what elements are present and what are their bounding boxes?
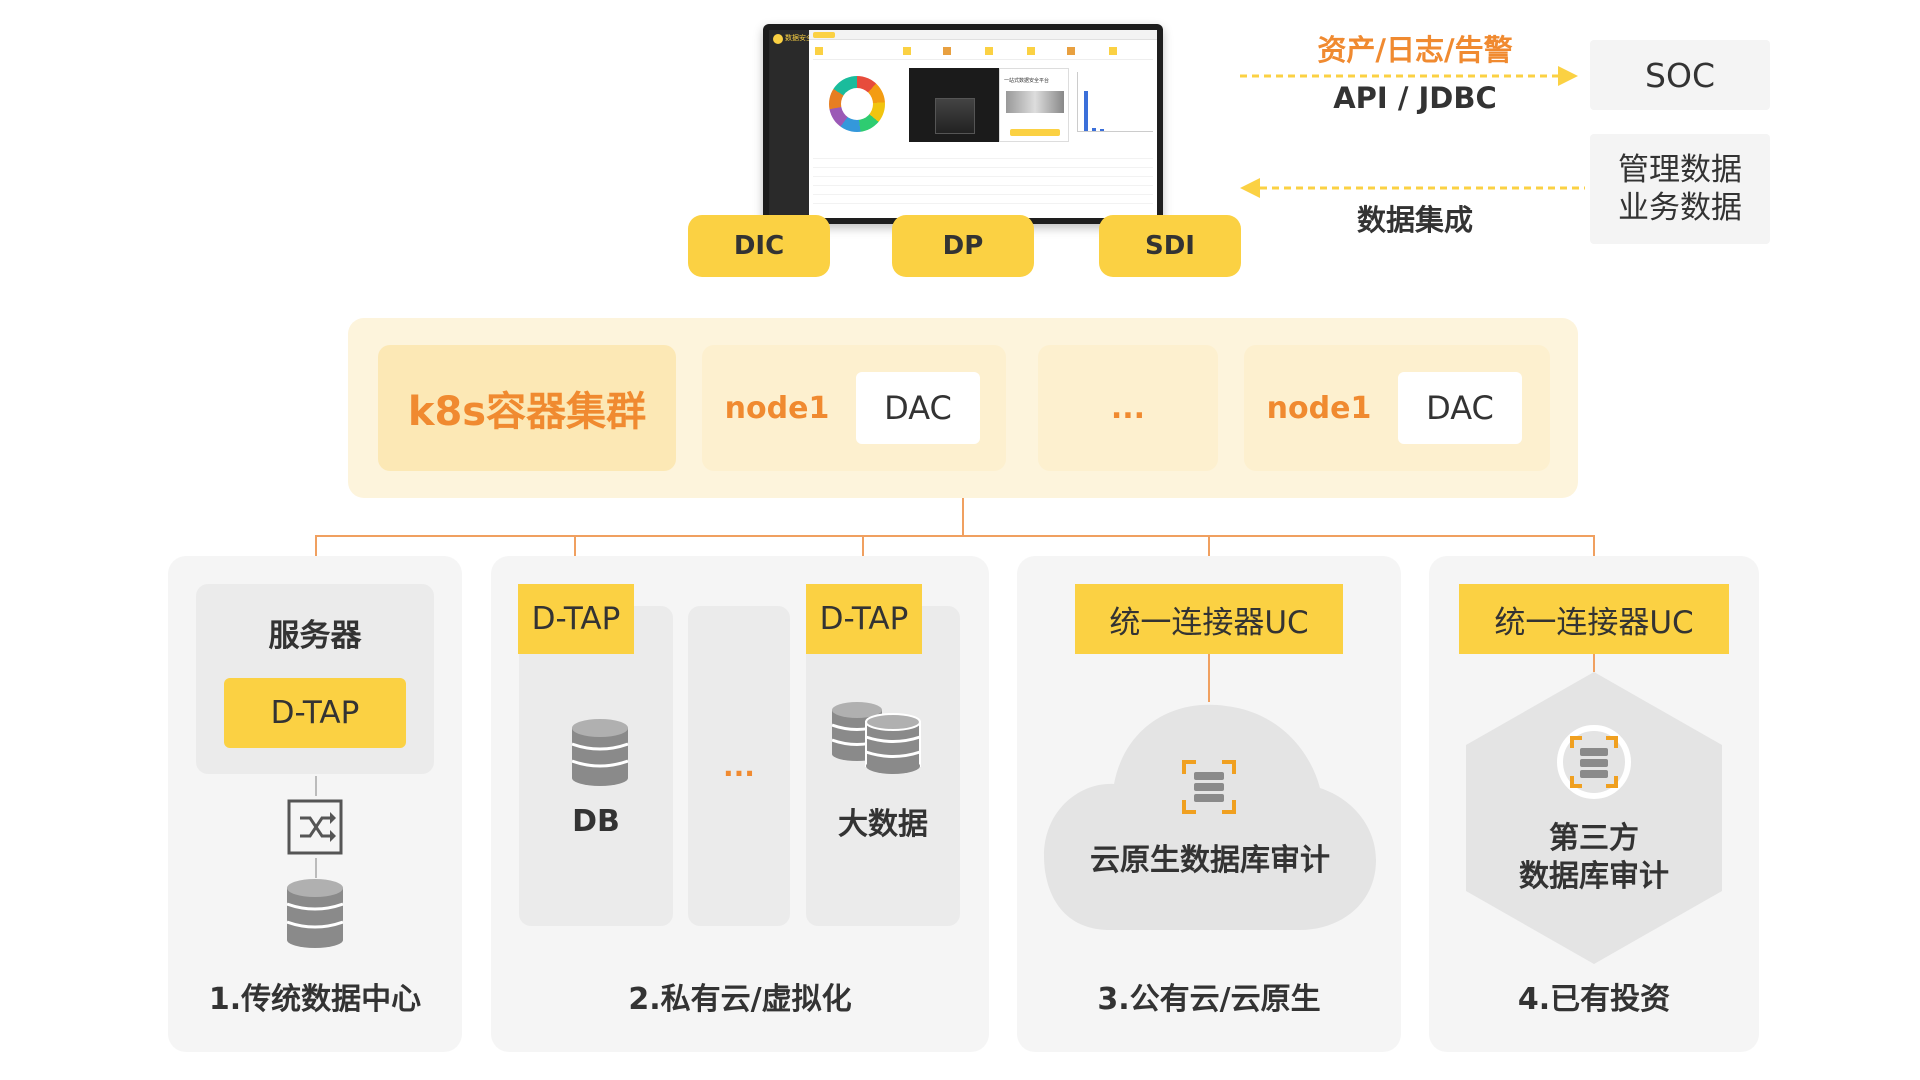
cloud-icon	[1044, 704, 1376, 930]
sdi-pill: SDI	[1099, 215, 1241, 277]
arrow-in	[1240, 178, 1585, 198]
k8s-ellipsis: ...	[1038, 345, 1218, 471]
mini-bar-3	[1100, 129, 1104, 131]
s4-audit-icon	[1556, 724, 1632, 800]
s1-database-icon	[286, 878, 344, 948]
node-a-name: node1	[724, 390, 830, 426]
s2-dtap-left: D-TAP	[518, 584, 634, 654]
dashboard-sidebar: 数据安全	[769, 30, 813, 218]
promo-popup	[909, 68, 999, 142]
switch-icon	[286, 798, 344, 856]
audit-icon	[1182, 760, 1236, 814]
node-b-dac: DAC	[1398, 372, 1522, 444]
s3-cloud-label: 云原生数据库审计	[1090, 843, 1330, 878]
stat-icon-1	[815, 47, 823, 55]
k8s-cluster-panel: k8s容器集群 node1 DAC ... node1 DAC	[348, 318, 1578, 498]
s2-ellipsis: ...	[688, 606, 790, 926]
node-a-dac: DAC	[856, 372, 980, 444]
stat-icon-4	[985, 47, 993, 55]
database-icon-db	[571, 719, 629, 786]
s2-database-icon	[571, 718, 629, 786]
node-card-a: node1 DAC	[702, 345, 1006, 471]
donut-hole	[841, 88, 873, 120]
mgmt-data-box: 管理数据 业务数据	[1590, 134, 1770, 244]
donut-chart	[829, 76, 885, 132]
dashboard-logo-icon	[773, 34, 783, 44]
promo-server-graphic	[935, 98, 975, 134]
connector-bus	[315, 535, 1595, 537]
s2-caption: 2.私有云/虚拟化	[628, 982, 852, 1017]
s2-db-label: DB	[572, 803, 620, 839]
bigdata-icon	[831, 700, 922, 776]
s4-line1: 第三方	[1549, 821, 1639, 856]
s4-caption: 4.已有投资	[1517, 982, 1671, 1017]
arrow-out	[1240, 66, 1580, 86]
mini-bar-2	[1092, 128, 1096, 131]
server-label: 服务器	[268, 617, 362, 654]
stat-icon-6	[1067, 47, 1075, 55]
login-popup: 一站式数据安全平台	[999, 68, 1069, 142]
dashboard-title: 数据安全	[785, 34, 813, 42]
cloud-shape	[1040, 690, 1380, 940]
s1-caption: 1.传统数据中心	[208, 982, 422, 1017]
soc-box: SOC	[1590, 40, 1770, 110]
dic-pill: DIC	[688, 215, 830, 277]
database-icon	[286, 879, 344, 948]
connector-trunk	[962, 498, 964, 536]
s3-caption: 3.公有云/云原生	[1097, 982, 1321, 1017]
s1-line-b	[315, 858, 317, 878]
s1-dtap-label: D-TAP	[224, 678, 406, 748]
popup-button	[1010, 129, 1060, 136]
dashboard-topbar	[809, 30, 1157, 40]
arrow-left-icon	[1240, 178, 1585, 198]
s3-uc-label: 统一连接器UC	[1075, 584, 1343, 654]
s2-dtap-right: D-TAP	[806, 584, 922, 654]
arrow-out-top-label: 资产/日志/告警	[1317, 33, 1513, 67]
stat-icon-3	[943, 47, 951, 55]
s3-audit-icon	[1180, 758, 1238, 816]
node-b-name: node1	[1266, 390, 1372, 426]
s4-third-party-label: 第三方 数据库审计	[1466, 818, 1722, 898]
stat-icon-2	[903, 47, 911, 55]
hexagon-shape	[1466, 672, 1722, 964]
stat-icon-5	[1027, 47, 1035, 55]
s3-uc-line	[1208, 654, 1210, 702]
arrow-in-label: 数据集成	[1356, 203, 1473, 237]
k8s-title: k8s容器集群	[378, 345, 676, 471]
dashboard-active-tab	[813, 32, 835, 38]
dp-pill: DP	[892, 215, 1034, 277]
arrow-out-bottom-label: API / JDBC	[1333, 81, 1497, 115]
hexagon-icon	[1466, 672, 1722, 964]
stat-icon-7	[1109, 47, 1117, 55]
popup-title: 一站式数据安全平台	[1004, 78, 1050, 84]
arrow-right-icon	[1240, 66, 1578, 86]
mgmt-data-line2: 业务数据	[1618, 190, 1742, 226]
third-party-audit-icon	[1557, 725, 1631, 799]
dashboard-screenshot: 数据安全 一站式数据安全平台	[763, 24, 1163, 224]
node-card-b: node1 DAC	[1244, 345, 1550, 471]
s4-uc-line	[1593, 654, 1595, 672]
popup-image	[1006, 91, 1064, 113]
mini-bar-1	[1084, 91, 1088, 131]
mgmt-data-line1: 管理数据	[1618, 152, 1742, 188]
s4-line2: 数据库审计	[1519, 859, 1669, 894]
s4-uc-label: 统一连接器UC	[1459, 584, 1729, 654]
dashboard-main: 一站式数据安全平台	[809, 30, 1157, 218]
switch-icon-svg	[287, 799, 343, 855]
multi-database-icon	[831, 702, 921, 774]
dashboard-stat-row	[813, 44, 1153, 60]
dashboard-table	[813, 150, 1153, 212]
bar-chart-mini	[1077, 72, 1153, 132]
s1-line-a	[315, 776, 317, 796]
s2-bigdata-label: 大数据	[838, 807, 928, 842]
